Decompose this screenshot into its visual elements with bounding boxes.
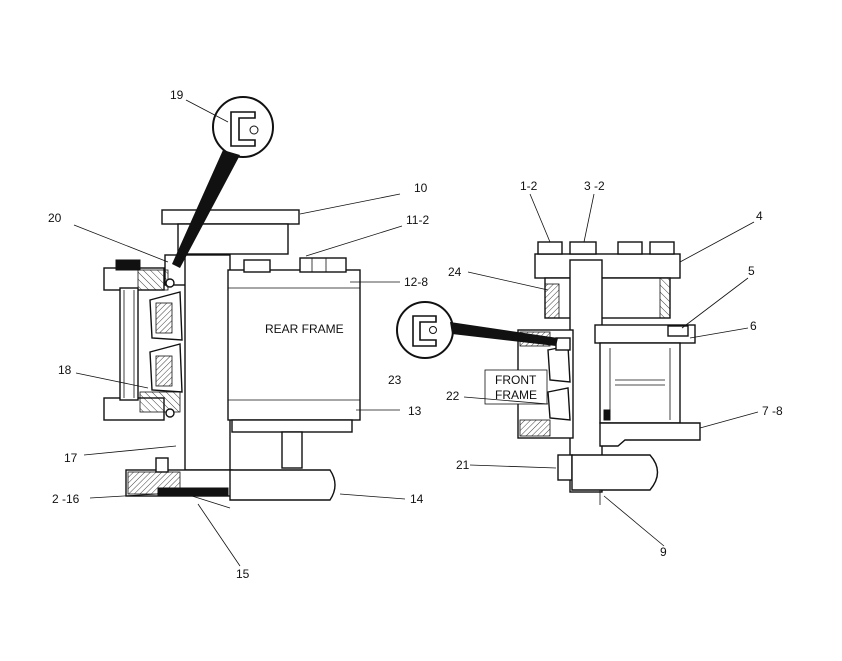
- rear-hitch-assembly: [103, 96, 361, 509]
- frame-labels: REAR FRAME FRONT FRAME: [265, 322, 537, 402]
- callout-19: 19: [170, 88, 184, 102]
- hitch-pin: [184, 254, 231, 471]
- front-hitch-assembly: [396, 241, 701, 505]
- front-hitch-pin: [569, 259, 603, 493]
- front-frame-label-line1: FRONT: [495, 373, 537, 387]
- callout-14: 14: [410, 492, 424, 506]
- callout-2-16: 2 -16: [52, 492, 80, 506]
- right-leader-lines: [463, 193, 759, 547]
- callout-5: 5: [748, 264, 755, 278]
- left-leader-lines: [73, 99, 406, 567]
- detail-circle-19: [212, 96, 274, 158]
- callout-4: 4: [756, 209, 763, 223]
- callout-22: 22: [446, 389, 460, 403]
- callout-17: 17: [64, 451, 78, 465]
- front-frame-label-box: [484, 369, 548, 405]
- callout-24: 24: [448, 265, 462, 279]
- top-plate: [161, 209, 300, 225]
- callout-20: 20: [48, 211, 62, 225]
- callout-15: 15: [236, 567, 250, 581]
- front-frame-label-line2: FRAME: [495, 388, 537, 402]
- callout-12-8: 12-8: [404, 275, 428, 289]
- callout-18: 18: [58, 363, 72, 377]
- callout-11-2: 11-2: [406, 213, 429, 227]
- callout-1-2: 1-2: [520, 179, 538, 193]
- detail-circle-23: [396, 301, 454, 359]
- detail-19-pointer: [172, 150, 240, 268]
- callout-3-2: 3 -2: [584, 179, 605, 193]
- callout-23: 23: [388, 373, 402, 387]
- callout-7-8: 7 -8: [762, 404, 783, 418]
- rear-frame-block: [227, 269, 361, 421]
- callout-9: 9: [660, 545, 667, 559]
- callout-13: 13: [408, 404, 422, 418]
- callout-numbers: 19 10 20 11-2 12-8 18 13 17 2 -16 14 15 …: [48, 88, 783, 581]
- callout-6: 6: [750, 319, 757, 333]
- callout-10: 10: [414, 181, 428, 195]
- rear-frame-label: REAR FRAME: [265, 322, 344, 336]
- callout-21: 21: [456, 458, 470, 472]
- detail-23-pointer: [450, 322, 558, 346]
